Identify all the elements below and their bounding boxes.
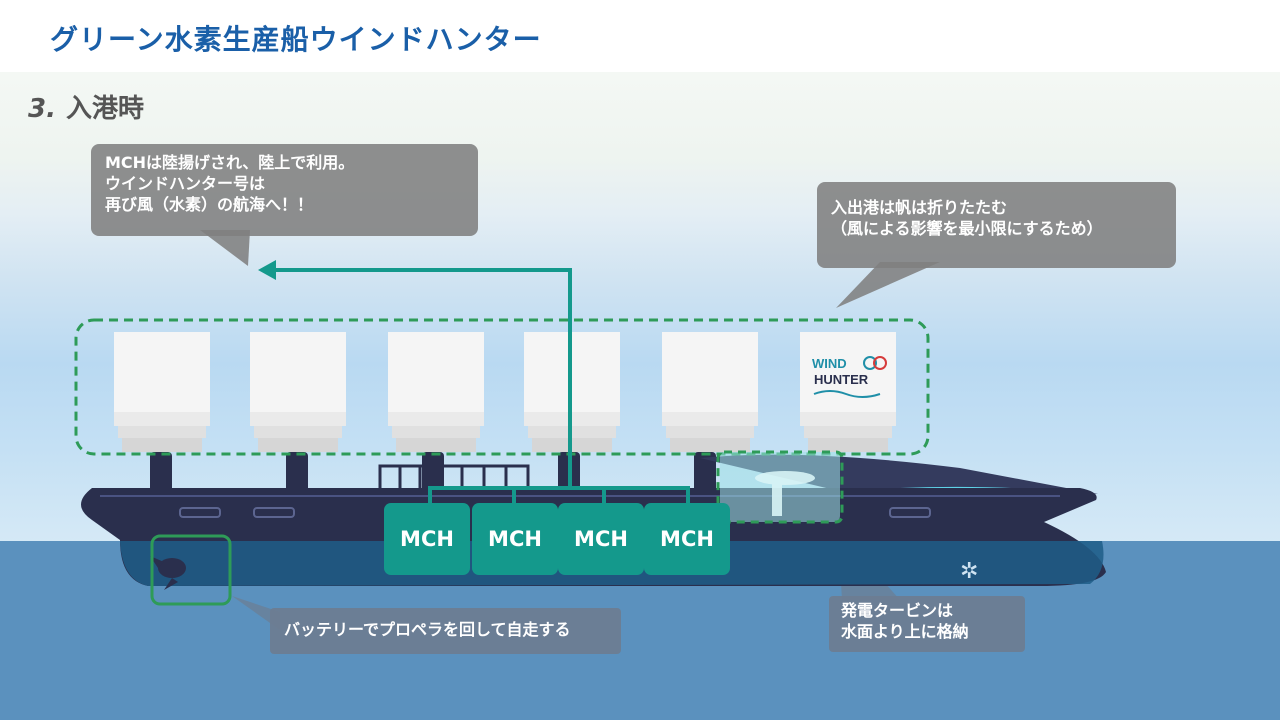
section-number: 3. — [28, 94, 56, 124]
sails: WIND HUNTER — [114, 332, 896, 452]
callout-tail-sails — [836, 262, 940, 308]
callout-propeller: バッテリーでプロペラを回して自走する — [270, 608, 621, 654]
logo-line2: HUNTER — [814, 372, 869, 387]
mch-tank: MCH — [644, 503, 730, 575]
sail-with-logo: WIND HUNTER — [800, 332, 896, 452]
sails-highlight — [74, 318, 930, 456]
turbine-highlight — [716, 450, 844, 524]
sail — [114, 332, 210, 452]
callout-line: ウインドハンター号は — [105, 173, 266, 193]
logo-line1: WIND — [812, 356, 847, 371]
sail — [250, 332, 346, 452]
section-heading: 3. 入港時 — [28, 88, 144, 125]
mch-tank: MCH — [384, 503, 470, 575]
callout-line: 発電タービンは — [841, 601, 954, 620]
sail — [388, 332, 484, 452]
section-label: 入港時 — [65, 94, 144, 124]
callout-tail-propeller — [232, 596, 280, 630]
header: グリーン水素生産船ウインドハンター — [0, 0, 1280, 72]
mch-tank: MCH — [558, 503, 644, 575]
mch-tank: MCH — [472, 503, 558, 575]
callout-sails-fold: 入出港は帆は折りたたむ （風による影響を最小限にするため） — [817, 182, 1176, 268]
thruster-icon: ✲ — [960, 559, 978, 584]
page-title: グリーン水素生産船ウインドハンター — [50, 23, 542, 56]
callout-line: 入出港は帆は折りたたむ — [831, 198, 1008, 217]
hull-portholes — [179, 507, 931, 518]
callout-tail-mch — [200, 230, 250, 266]
callout-line: MCHは陸揚げされ、陸上で利用。 — [105, 153, 355, 172]
callout-turbine: 発電タービンは 水面より上に格納 — [829, 596, 1025, 652]
callout-line: 再び風（水素）の航海へ！！ — [105, 194, 314, 214]
deck-railing — [378, 464, 530, 488]
callout-line: バッテリーでプロペラを回して自走する — [284, 620, 571, 639]
callout-line: （風による影響を最小限にするため） — [831, 218, 1103, 238]
sail — [662, 332, 758, 452]
mast-stubs — [150, 452, 716, 492]
turbine-icon — [755, 471, 815, 516]
flow-arrow-head — [258, 260, 276, 280]
propeller-highlight — [150, 534, 232, 606]
flow-arrow — [272, 268, 572, 488]
callout-mch-unload: MCHは陸揚げされ、陸上で利用。 ウインドハンター号は 再び風（水素）の航海へ！… — [91, 144, 478, 236]
callout-line: 水面より上に格納 — [841, 621, 969, 641]
